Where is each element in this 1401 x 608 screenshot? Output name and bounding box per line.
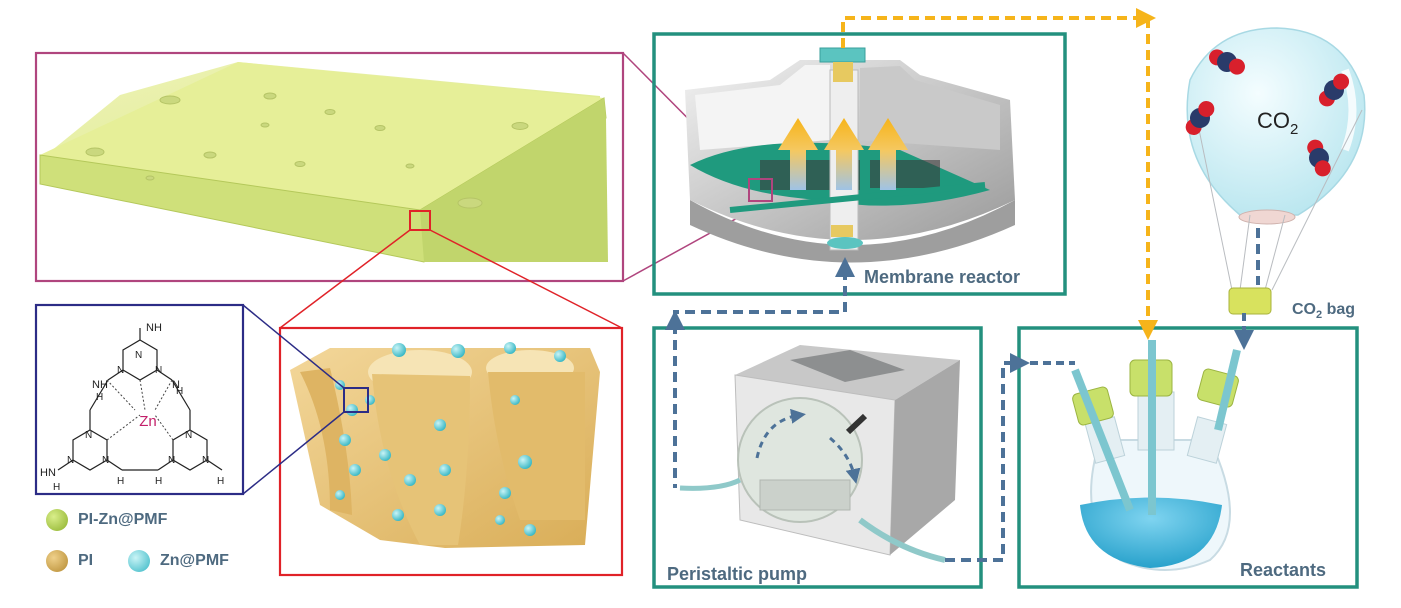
svg-text:N: N bbox=[67, 455, 74, 466]
co2-bag-valve bbox=[1228, 287, 1272, 315]
legend-swatch-zn-pmf bbox=[128, 550, 150, 572]
svg-text:N: N bbox=[202, 455, 209, 466]
pi-block-frame bbox=[278, 326, 624, 577]
peristaltic-pump-frame bbox=[652, 326, 983, 589]
chem-structure-frame bbox=[34, 303, 245, 496]
pi-block-panel bbox=[278, 326, 624, 577]
peristaltic-pump-panel bbox=[652, 326, 983, 589]
svg-text:N: N bbox=[135, 350, 142, 361]
svg-text:H: H bbox=[53, 482, 60, 493]
legend-swatch-pi-zn-pmf bbox=[46, 509, 68, 531]
legend-label-pi-zn-pmf: PI-Zn@PMF bbox=[78, 511, 168, 528]
reactor-flow-arrows bbox=[778, 118, 908, 190]
membrane-pores bbox=[85, 92, 529, 209]
peristaltic-pump-label: Peristaltic pump bbox=[667, 564, 807, 584]
pi-zoom-square bbox=[343, 387, 369, 413]
pump-display-panel bbox=[790, 350, 905, 382]
co2-molecules bbox=[1185, 49, 1350, 177]
flow-lines bbox=[665, 8, 1260, 562]
membrane-zoom-square bbox=[409, 210, 431, 231]
svg-text:H: H bbox=[176, 386, 183, 397]
nh-left-label: NH bbox=[92, 379, 108, 391]
zn-coordination-bonds bbox=[106, 379, 174, 441]
membrane-reactor-panel bbox=[652, 32, 1067, 296]
balloon-strings bbox=[1194, 109, 1363, 291]
balloon-co2-label: CO2 bbox=[1257, 108, 1298, 138]
gold-flow-top bbox=[841, 8, 1156, 48]
membrane-reactor-frame bbox=[652, 32, 1067, 296]
svg-text:N: N bbox=[85, 430, 92, 441]
co2-balloon bbox=[1185, 27, 1366, 315]
svg-text:N: N bbox=[117, 365, 124, 376]
svg-text:N: N bbox=[185, 430, 192, 441]
reactor-rod bbox=[729, 182, 986, 213]
legend-item-pi-zn-pmf: PI-Zn@PMF bbox=[46, 509, 167, 531]
reactor-base bbox=[690, 200, 1015, 263]
legend-label-zn-pmf: Zn@PMF bbox=[160, 552, 229, 569]
chem-atom-letters: N N N N N N N N N H H H H H H bbox=[53, 350, 224, 493]
chem-structure-panel: Zn NH NH N HN N N N N N N N N N H H H H … bbox=[34, 303, 245, 496]
svg-text:H: H bbox=[217, 476, 224, 487]
svg-text:N: N bbox=[155, 365, 162, 376]
reactants-panel bbox=[1017, 326, 1359, 589]
svg-text:H: H bbox=[96, 392, 103, 403]
pump-lever bbox=[845, 413, 868, 435]
reactants-label: Reactants bbox=[1240, 560, 1326, 580]
zn-label: Zn bbox=[139, 413, 157, 430]
top-fitting bbox=[819, 47, 866, 63]
svg-text:N: N bbox=[102, 455, 109, 466]
co2-bag-label: CO2 bag bbox=[1292, 301, 1355, 321]
membrane-reactor-label: Membrane reactor bbox=[864, 267, 1020, 287]
legend-item-zn-pmf: Zn@PMF bbox=[128, 550, 229, 572]
legend-label-pi: PI bbox=[78, 552, 94, 569]
reactor-zoom-square bbox=[748, 178, 773, 202]
membrane-slab-top-face bbox=[40, 62, 604, 210]
legend-swatch-pi bbox=[46, 550, 68, 572]
svg-text:N: N bbox=[168, 455, 175, 466]
nh-top-label: NH bbox=[146, 322, 162, 334]
reactants-frame bbox=[1017, 326, 1359, 589]
n-right-label: N bbox=[172, 379, 180, 391]
membrane-frame bbox=[34, 51, 625, 283]
reactant-liquid bbox=[1080, 497, 1222, 568]
membrane-slab-panel bbox=[34, 51, 625, 283]
zn-pmf-particles bbox=[335, 342, 566, 536]
legend-item-pi: PI bbox=[46, 550, 93, 572]
svg-text:H: H bbox=[155, 476, 162, 487]
hn-bottom-left-label: HN bbox=[40, 467, 56, 479]
svg-text:H: H bbox=[117, 476, 124, 487]
blue-flow-pump-flask bbox=[945, 353, 1030, 562]
